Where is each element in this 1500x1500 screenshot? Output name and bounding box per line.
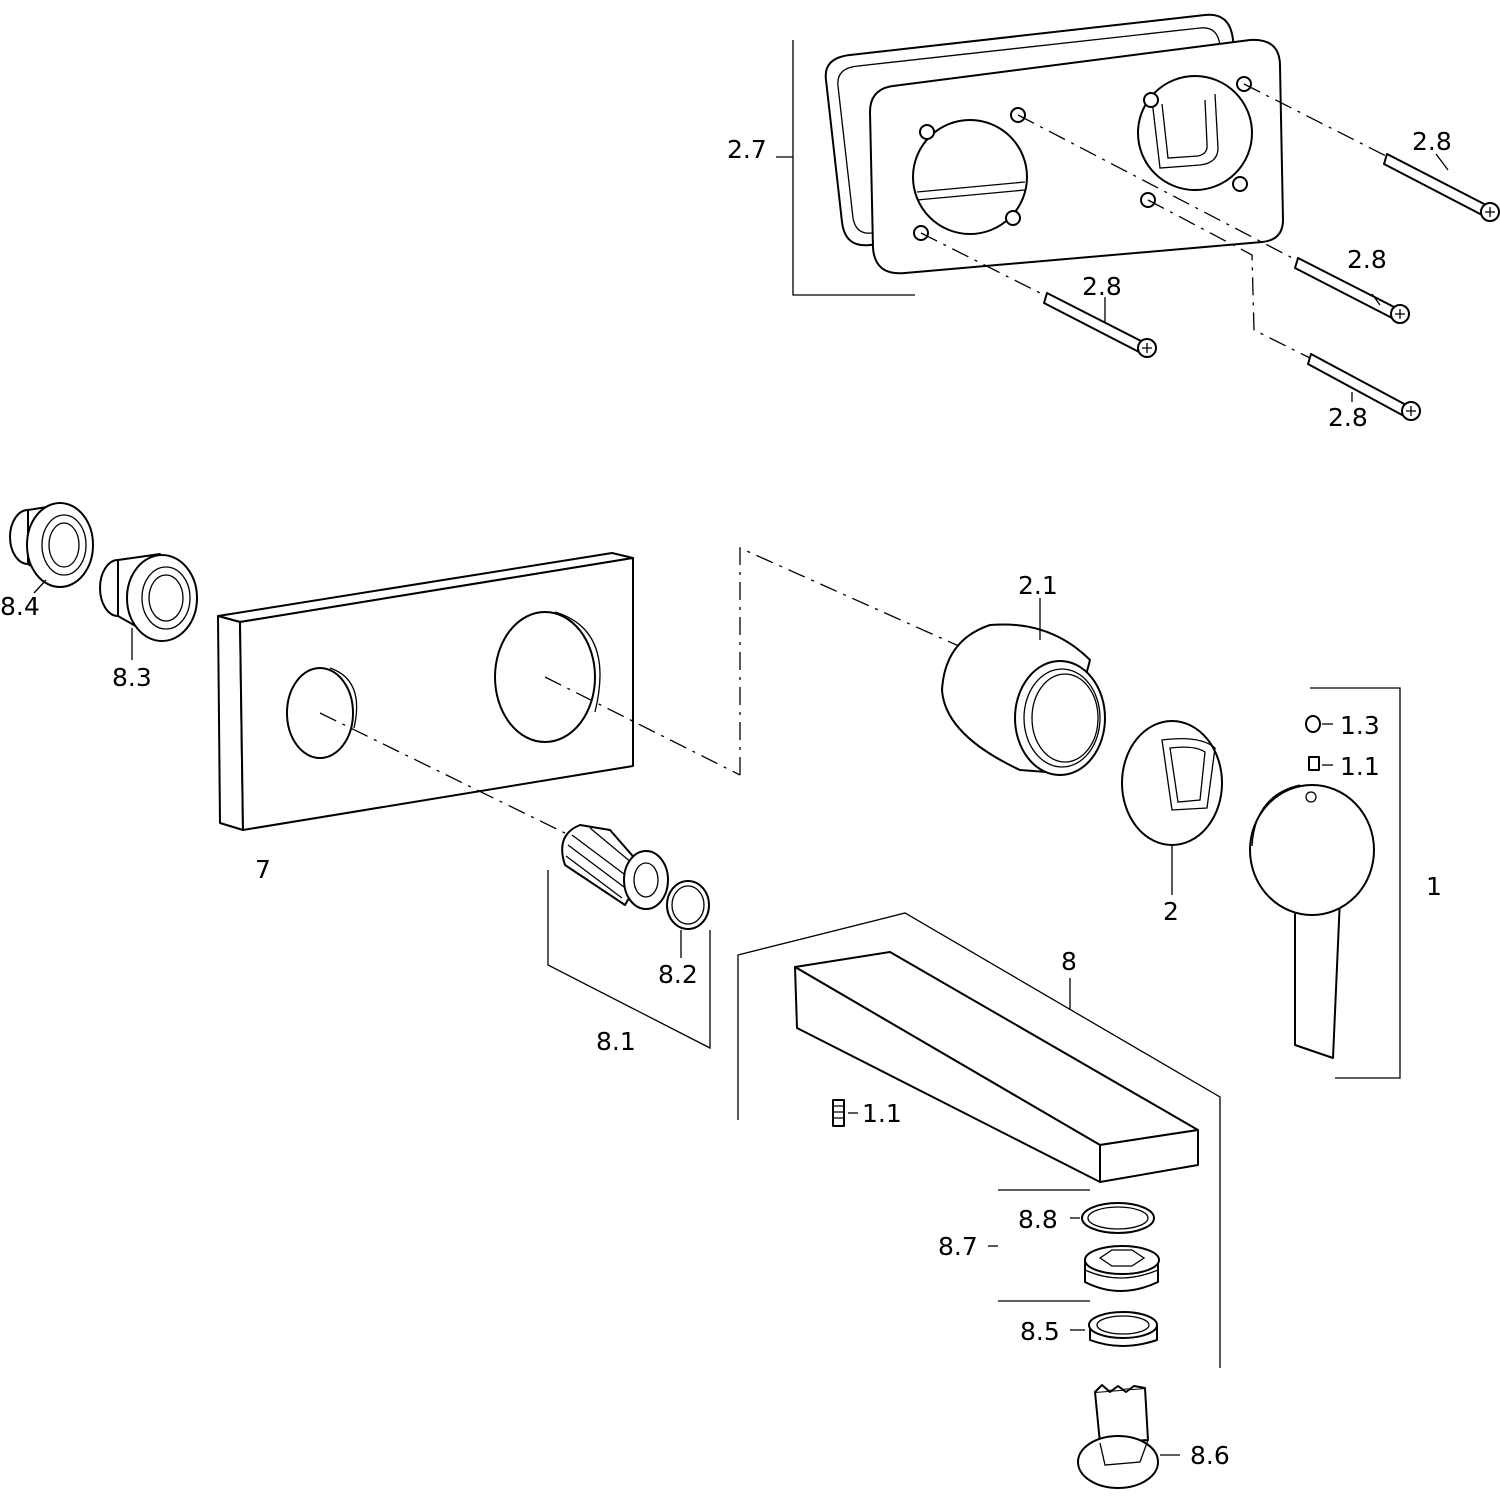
label-8-8: 8.8 [1018,1205,1058,1234]
label-8-7: 8.7 [938,1232,978,1261]
label-2-8-d: 2.8 [1328,403,1368,432]
label-2-8-c: 2.8 [1082,272,1122,301]
screw-2-8-a [1383,153,1500,222]
screw-2-8-c [1043,292,1157,358]
label-2-1: 2.1 [1018,571,1058,600]
aerator-housing-8-7 [1084,1245,1160,1292]
aerator-insert-8-5 [1088,1311,1158,1347]
label-2: 2 [1163,897,1179,926]
label-1: 1 [1426,872,1442,901]
label-1-3: 1.3 [1340,711,1380,740]
seal-ring-8-8 [1081,1202,1155,1234]
cover-plate [217,552,634,831]
label-7: 7 [255,855,271,884]
label-1-1-spout: 1.1 [862,1099,902,1128]
spout-8 [794,951,1199,1183]
aerator-key-8-6 [1077,1384,1159,1489]
screw-1-3 [1305,715,1321,733]
label-2-7: 2.7 [727,135,767,164]
sleeve-2-1 [941,623,1106,776]
grub-screw-1-1-spout [832,1099,845,1127]
label-8-3: 8.3 [112,663,152,692]
grub-screw-1-1-top [1308,756,1320,771]
label-2-8-a: 2.8 [1412,127,1452,156]
cartridge-8-1 [561,824,669,910]
screw-2-8-b [1294,257,1410,324]
label-8-4: 8.4 [0,592,40,621]
adapter-8-3 [99,553,198,642]
label-1-1-top: 1.1 [1340,752,1380,781]
label-8-6: 8.6 [1190,1441,1230,1470]
lever-handle [1249,784,1375,1059]
screw-2-8-d [1307,353,1421,421]
label-8-5: 8.5 [1020,1317,1060,1346]
label-8-1: 8.1 [596,1027,636,1056]
o-ring-8-2 [666,880,710,930]
mounting-frame-front [869,38,1284,275]
rosette-2 [1121,720,1223,846]
label-8: 8 [1061,947,1077,976]
label-8-2: 8.2 [658,960,698,989]
label-2-8-b: 2.8 [1347,245,1387,274]
adapter-8-4 [9,502,94,588]
